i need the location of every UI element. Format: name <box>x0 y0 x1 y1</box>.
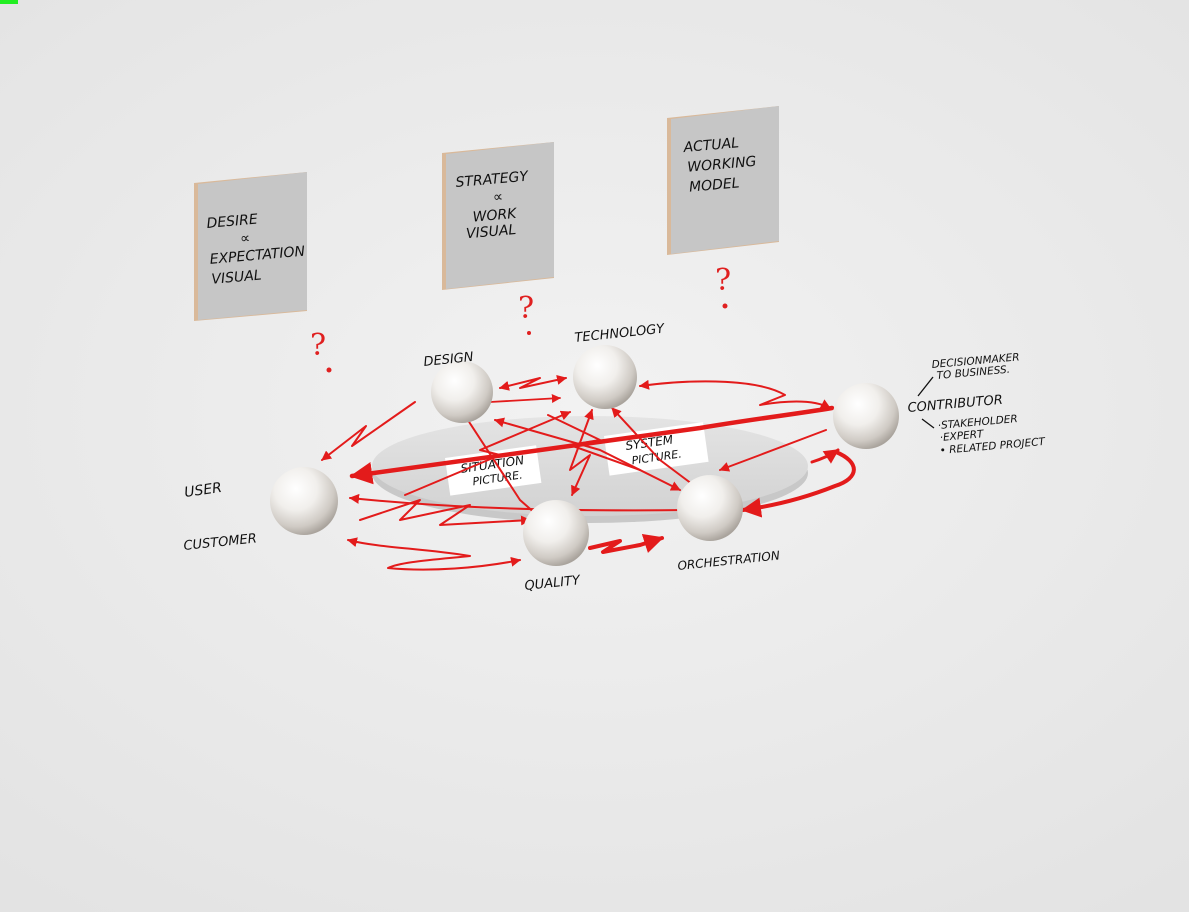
question-mark-actual: ? <box>715 263 731 298</box>
panel-strategy-line-5: VISUAL <box>465 222 516 242</box>
label-customer: CUSTOMER <box>183 531 258 554</box>
panel-actual: ACTUAL WORKING MODEL <box>667 106 779 255</box>
panel-desire-line-2: ∝ <box>239 230 250 247</box>
contributor-notes: DECISIONMAKER TO BUSINESS. ·STAKEHOLDER … <box>917 351 1047 457</box>
node-technology <box>573 345 637 409</box>
panel-strategy-line-3: WORK <box>472 206 519 226</box>
node-quality <box>523 500 589 566</box>
label-quality: QUALITY <box>524 573 582 594</box>
note-connector-bottom <box>921 418 935 429</box>
question-dot-actual <box>722 303 728 309</box>
question-mark-strategy: ? <box>518 291 534 326</box>
panel-actual-line-3: MODEL <box>688 175 740 195</box>
question-dot-strategy <box>527 331 531 335</box>
corner-marker <box>0 0 18 4</box>
panel-actual-line-1: ACTUAL <box>682 135 740 156</box>
panel-desire-line-5: VISUAL <box>211 267 262 287</box>
question-dot-desire <box>326 367 332 373</box>
panel-desire: DESIRE ∝ EXPECTATION VISUAL <box>194 172 307 321</box>
node-orchestration <box>677 475 743 541</box>
svg-text:STRATEGY ∝ WORK: STRATEGY ∝ WORK VISUAL <box>455 168 538 242</box>
panel-strategy: STRATEGY ∝ WORK VISUAL <box>442 142 554 290</box>
label-design: DESIGN <box>423 350 475 370</box>
label-orchestration: ORCHESTRATION <box>677 548 781 573</box>
note-connector-top <box>917 376 934 397</box>
label-contributor: CONTRIBUTOR <box>907 393 1003 416</box>
panel-actual-line-2: WORKING <box>687 154 758 176</box>
panel-desire-line-1: DESIRE <box>206 212 259 232</box>
node-design <box>431 361 493 423</box>
question-mark-desire: ? <box>310 328 326 363</box>
panel-strategy-line-2: ∝ <box>492 189 503 206</box>
label-technology: TECHNOLOGY <box>574 322 666 346</box>
note-expert: ·EXPERT <box>939 428 985 444</box>
svg-text:ACTUAL WORKING MOD: ACTUAL WORKING MODEL <box>682 133 763 195</box>
node-contributor <box>833 383 899 449</box>
label-user: USER <box>183 480 223 501</box>
panel-strategy-line-1: STRATEGY <box>455 169 530 191</box>
node-user <box>270 467 338 535</box>
